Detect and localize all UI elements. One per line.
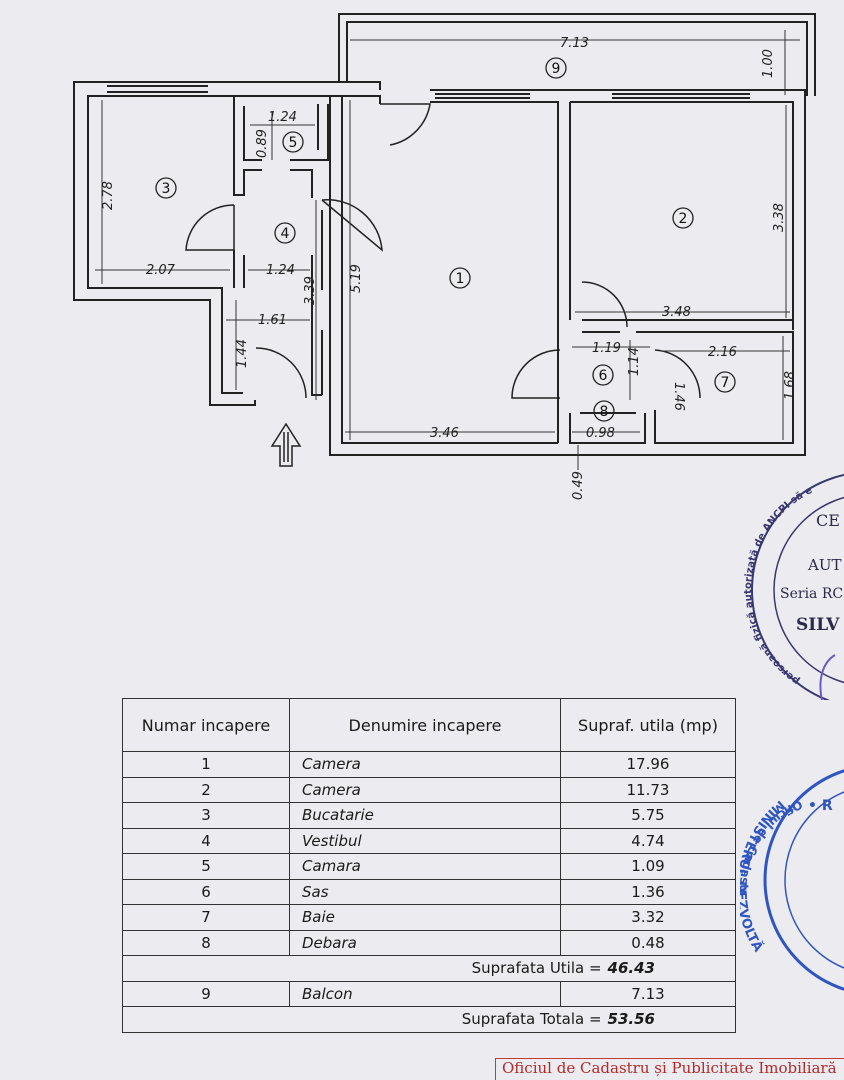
cell-name: Vestibul (289, 827, 561, 854)
dim-r5-width: 1.24 (268, 110, 297, 125)
useful-area-row: Suprafata Utila = 46.43 (122, 955, 736, 982)
total-area-value: 53.56 (607, 1010, 655, 1029)
cell-nr: 2 (122, 776, 290, 803)
cell-area: 17.96 (560, 751, 736, 778)
cell-name: Baie (289, 904, 561, 931)
cell-nr: 3 (122, 802, 290, 829)
header-area: Supraf. utila (mp) (560, 698, 736, 752)
room-number-9: 9 (552, 61, 561, 77)
header-room-name: Denumire incapere (289, 698, 561, 752)
floor-plan: 7.13 1.00 1.24 0.89 2.78 2.07 1.24 3.39 … (73, 13, 844, 700)
cell-nr: 4 (122, 827, 290, 854)
stamp-line2: AUT (807, 556, 841, 574)
dim-r7-door: 1.46 (671, 382, 686, 411)
cell-nr: 9 (122, 980, 290, 1007)
stamp-line4: SILV (796, 615, 840, 635)
cell-nr: 7 (122, 904, 290, 931)
dim-balcony-length: 7.13 (560, 36, 589, 51)
cell-name: Debara (289, 929, 561, 956)
cell-nr: 5 (122, 853, 290, 880)
cell-area: 0.48 (560, 929, 736, 956)
room-number-6: 6 (599, 368, 608, 384)
cell-area: 4.74 (560, 827, 736, 854)
cell-name: Camera (289, 751, 561, 778)
dim-r2-height: 3.38 (772, 203, 787, 232)
useful-area-label: Suprafata Utila = (471, 959, 602, 978)
cell-area: 11.73 (560, 776, 736, 803)
blue-stamp: Oficiul de Cadastr MINISTERUL DEZVOLTĂ •… (740, 769, 844, 991)
cell-area: 3.32 (560, 904, 736, 931)
room-number-7: 7 (721, 375, 730, 391)
cell-name: Camara (289, 853, 561, 880)
room-number-4: 4 (281, 226, 290, 242)
cell-nr: 8 (122, 929, 290, 956)
dim-r3-width: 2.07 (146, 263, 176, 278)
room-number-3: 3 (162, 181, 171, 197)
total-area-row: Suprafata Totala = 53.56 (122, 1006, 736, 1033)
round-stamp: persoană fizică autorizată de ANCPI să e… (743, 473, 844, 700)
table-header-row: Numar incapere Denumire incapere Supraf.… (122, 698, 736, 752)
cell-area: 1.36 (560, 878, 736, 905)
cell-nr: 6 (122, 878, 290, 905)
dim-r4-width: 1.24 (266, 263, 295, 278)
dim-entry-width: 1.61 (258, 313, 287, 328)
cell-nr: 1 (122, 751, 290, 778)
room-number-2: 2 (679, 211, 688, 227)
dim-r7-height: 1.68 (783, 371, 798, 400)
dim-r1-width: 3.46 (430, 426, 459, 441)
cell-name: Sas (289, 878, 561, 905)
stamp-line3: Seria RC (780, 586, 843, 602)
dim-r4-length: 3.39 (303, 276, 318, 305)
dim-r2-width: 3.48 (662, 305, 691, 320)
room-number-8: 8 (600, 404, 609, 420)
cell-area: 5.75 (560, 802, 736, 829)
dim-entry-depth: 1.44 (235, 339, 250, 368)
footer-stamp: Oficiul de Cadastru și Publicitate Imobi… (495, 1058, 844, 1080)
dim-r7-width: 2.16 (708, 345, 737, 360)
room-number-5: 5 (289, 135, 298, 151)
cell-area: 7.13 (560, 980, 736, 1007)
total-area-label: Suprafata Totala = (461, 1010, 602, 1029)
rooms-table: Numar incapere Denumire incapere Supraf.… (122, 698, 736, 1033)
dim-r6-width: 1.19 (592, 341, 621, 356)
cell-name: Bucatarie (289, 802, 561, 829)
dim-r6-depth: 1.14 (627, 347, 642, 376)
dim-r1-height: 5.19 (349, 264, 364, 293)
stamp-line1: CE (816, 511, 840, 530)
dim-r3-height: 2.78 (101, 181, 116, 210)
header-room-number: Numar incapere (122, 698, 290, 752)
dim-r5-depth: 0.89 (255, 129, 270, 158)
cell-area: 1.09 (560, 853, 736, 880)
dim-r8-depth: 0.49 (571, 471, 586, 500)
blue-stamp-text3: • R (808, 798, 833, 814)
dim-r8-width: 0.98 (586, 426, 615, 441)
cell-name: Camera (289, 776, 561, 803)
dim-balcony-depth: 1.00 (761, 49, 776, 78)
room-number-1: 1 (456, 271, 465, 287)
useful-area-value: 46.43 (607, 959, 655, 978)
cell-name: Balcon (289, 980, 561, 1007)
entrance-arrow-icon (270, 422, 302, 467)
